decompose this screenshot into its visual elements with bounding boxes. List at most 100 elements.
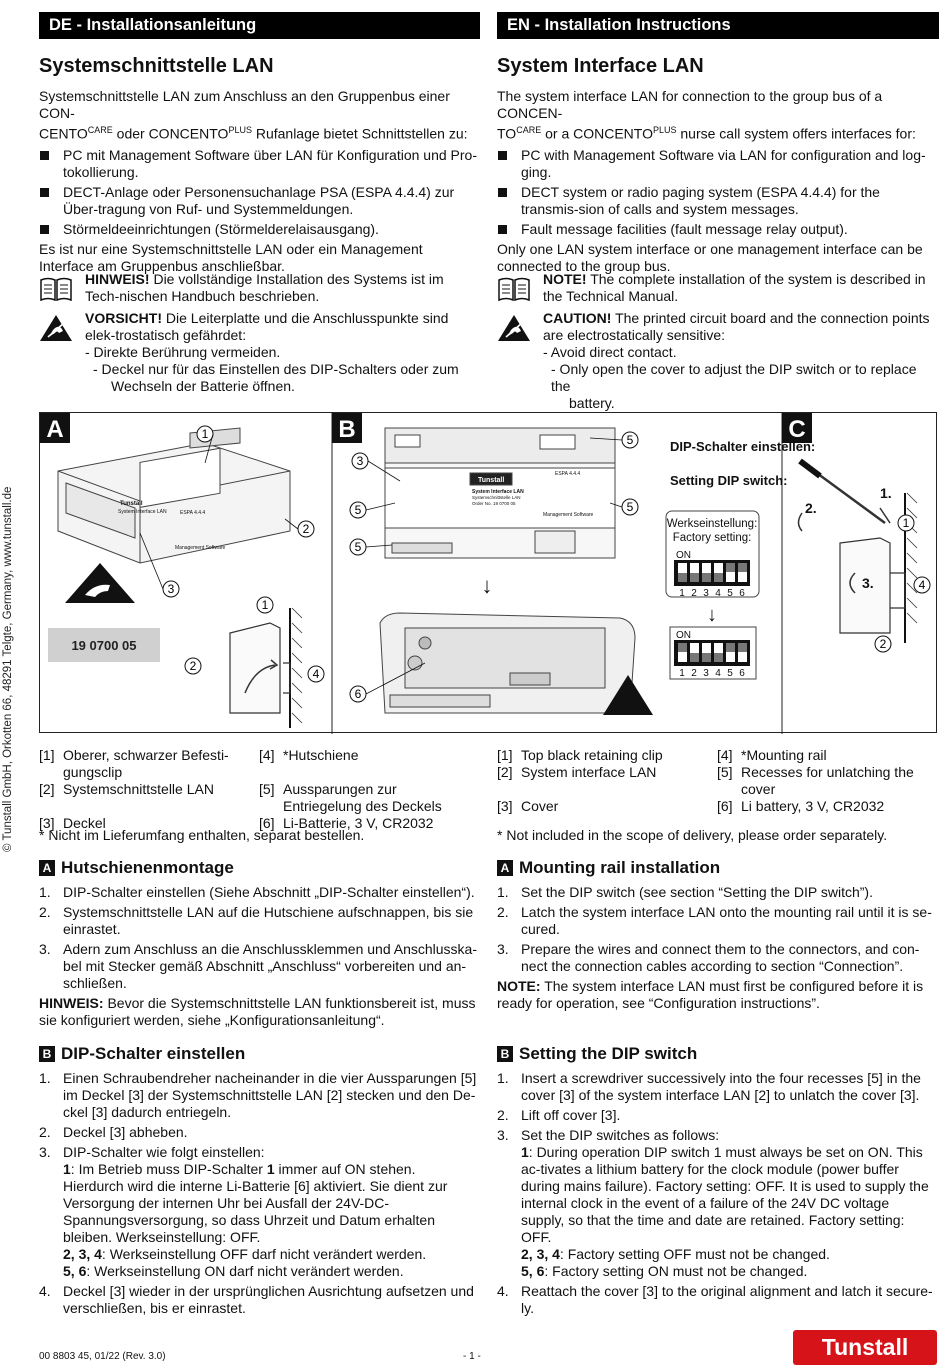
dip-text: : Werkseinstellung OFF darf nicht veränd… [101, 1246, 427, 1262]
step-number: 2. [497, 904, 509, 920]
legend-text: Li-Batterie, 3 V, CR2032 [283, 815, 434, 831]
title-en: System Interface LAN [497, 55, 704, 77]
panel-b-badge [332, 413, 362, 443]
step-item: 1.DIP-Schalter einstellen (Siehe Abschni… [39, 884, 477, 901]
device-a-name: System Interface LAN [118, 509, 167, 515]
legend-text: Deckel [63, 815, 106, 831]
step-item: 4. Deckel [3] wieder in der ursprüngliche… [39, 1283, 477, 1317]
callout-5: 5 [355, 540, 362, 554]
header-de: DE - Installationsanleitung [39, 12, 480, 39]
panel-c-steps: 1. 2. 3. [805, 485, 892, 591]
callout-1: 1 [903, 516, 910, 530]
dip-setting-1: 1: During operation DIP switch 1 must al… [521, 1144, 935, 1246]
step-text: Deckel [3] wieder in der ursprünglichen … [63, 1283, 474, 1316]
step-c1: 1. [880, 485, 892, 501]
step-number: 4. [39, 1283, 51, 1299]
factory-label-de: Werkseinstellung: [667, 518, 758, 530]
dip-num: 5 [727, 668, 733, 679]
step-text: Set the DIP switch (see section “Setting… [521, 884, 873, 900]
step-number: 3. [39, 1144, 51, 1160]
step-text: Deckel [3] abheben. [63, 1124, 188, 1140]
footnote-en: * Not included in the scope of delivery,… [497, 827, 888, 843]
legend-text: Li battery, 3 V, CR2032 [741, 798, 885, 814]
dip-num: 4 [715, 668, 721, 679]
legend-text: Top black retaining clip [521, 747, 663, 763]
section-heading: A Mounting rail installation [497, 858, 935, 878]
device-b-espa: ESPA 4.4.4 [555, 471, 580, 477]
dip-num: 6 [739, 588, 745, 599]
dip-numbers-top: 1 2 3 4 5 6 [679, 588, 745, 599]
section-note: HINWEIS: Bevor die Systemschnittstelle L… [39, 995, 477, 1029]
dip-num: 1 [679, 668, 685, 679]
caution-de: VORSICHT! Die Leiterplatte und die Ansch… [39, 310, 477, 395]
device-b-sub: Systemschnittstelle LAN [472, 495, 521, 500]
caution-en: CAUTION! The printed circuit board and t… [497, 310, 935, 412]
arrow-down-icon: ↓ [482, 573, 493, 598]
legend-num: [4] [259, 747, 275, 763]
bullet-item: PC with Management Software via LAN for … [497, 147, 935, 181]
intro-text: oder CONCENTO [112, 125, 229, 142]
caution-text: Die Leiterplatte und die Anschlusspunkte… [85, 310, 449, 343]
dip-setting-1: 1: Im Betrieb muss DIP-Schalter 1 immer … [63, 1161, 477, 1246]
dip-bold: 5, 6 [521, 1263, 545, 1279]
step-text: Lift off cover [3]. [521, 1107, 621, 1123]
step-number: 1. [497, 1070, 509, 1086]
legend-text: Recesses for unlatching the cover [741, 764, 914, 797]
dip-text: : Factory setting ON must not be changed… [544, 1263, 808, 1279]
device-a-espa: ESPA 4.4.4 [180, 510, 205, 516]
dip-num: 4 [715, 588, 721, 599]
step-item: 1.Insert a screwdriver successively into… [497, 1070, 935, 1104]
dip-setting-2: 2, 3, 4: Werkseinstellung OFF darf nicht… [63, 1246, 477, 1263]
legend-table: [1] Oberer, schwarzer Befesti-gungsclip … [39, 747, 477, 832]
dip-numbers-bottom: 1 2 3 4 5 6 [679, 668, 745, 679]
section-note: NOTE: The system interface LAN must firs… [497, 978, 935, 1012]
panel-c-drawing [797, 458, 918, 643]
callout-5: 5 [627, 433, 634, 447]
intro-line: The system interface LAN for connection … [497, 88, 883, 121]
legend-num: [5] [717, 764, 733, 780]
installation-figure: A Tunstall System Interface LAN ESPA 4.4… [39, 412, 937, 734]
legend-text: Aussparungen zur Entriegelung des Deckel… [283, 781, 442, 814]
intro-text: nurse call system offers interfaces for: [676, 125, 916, 142]
section-badge: A [497, 860, 513, 876]
dip-setting-2: 2, 3, 4: Factory setting OFF must not be… [521, 1246, 935, 1263]
doc-code: 00 8803 45, 01/22 (Rev. 3.0) [39, 1351, 166, 1362]
bullet-list-de: PC mit Management Software über LAN für … [39, 147, 477, 238]
sup-care: CARE [516, 125, 542, 135]
intro-text: CENTO [39, 125, 88, 142]
callout-4: 4 [919, 578, 926, 592]
book-icon [498, 277, 530, 302]
section-heading: B Setting the DIP switch [497, 1044, 935, 1064]
callout-5: 5 [355, 503, 362, 517]
leader-lines-b [139, 433, 623, 695]
caution-text: The printed circuit board and the connec… [543, 310, 930, 343]
caution-label: VORSICHT! [85, 310, 162, 326]
note-label: NOTE! [543, 271, 587, 287]
bullet-item: PC mit Management Software über LAN für … [39, 147, 477, 181]
step-item: 3.DIP-Schalter wie folgt einstellen: 1: … [39, 1144, 477, 1280]
legend-num: [2] [497, 764, 513, 780]
legend-text: Cover [521, 798, 559, 814]
dip-bold: 5, 6 [63, 1263, 87, 1279]
book-icon [40, 277, 72, 302]
dip-text: : Factory setting OFF must not be change… [559, 1246, 830, 1262]
section-a-de: A Hutschienenmontage 1.DIP-Schalter eins… [39, 858, 477, 1029]
rail-side-view-a [229, 607, 303, 728]
legend-de: [1] Oberer, schwarzer Befesti-gungsclip … [39, 747, 477, 832]
step-text: Latch the system interface LAN onto the … [521, 904, 932, 937]
page-number: - 1 - [463, 1351, 481, 1362]
factory-label-en: Factory setting: [673, 532, 752, 544]
step-number: 1. [497, 884, 509, 900]
dip-setting-3: 5, 6: Factory setting ON must not be cha… [521, 1263, 935, 1280]
step-item: 2.Deckel [3] abheben. [39, 1124, 477, 1141]
esd-warning-icon [40, 315, 72, 341]
steps-list: 1.Einen Schraubendreher nacheinander in … [39, 1070, 477, 1317]
dip-text: immer auf ON stehen. Hierdurch wird die … [63, 1161, 448, 1245]
dip-num: 3 [703, 668, 709, 679]
panel-c-label: C [788, 416, 805, 443]
section-heading: A Hutschienenmontage [39, 858, 477, 878]
step-text: Set the DIP switches as follows: [521, 1127, 720, 1143]
section-title: Hutschienenmontage [61, 858, 234, 877]
legend-num: [6] [717, 798, 733, 814]
dip-num: 1 [679, 588, 685, 599]
